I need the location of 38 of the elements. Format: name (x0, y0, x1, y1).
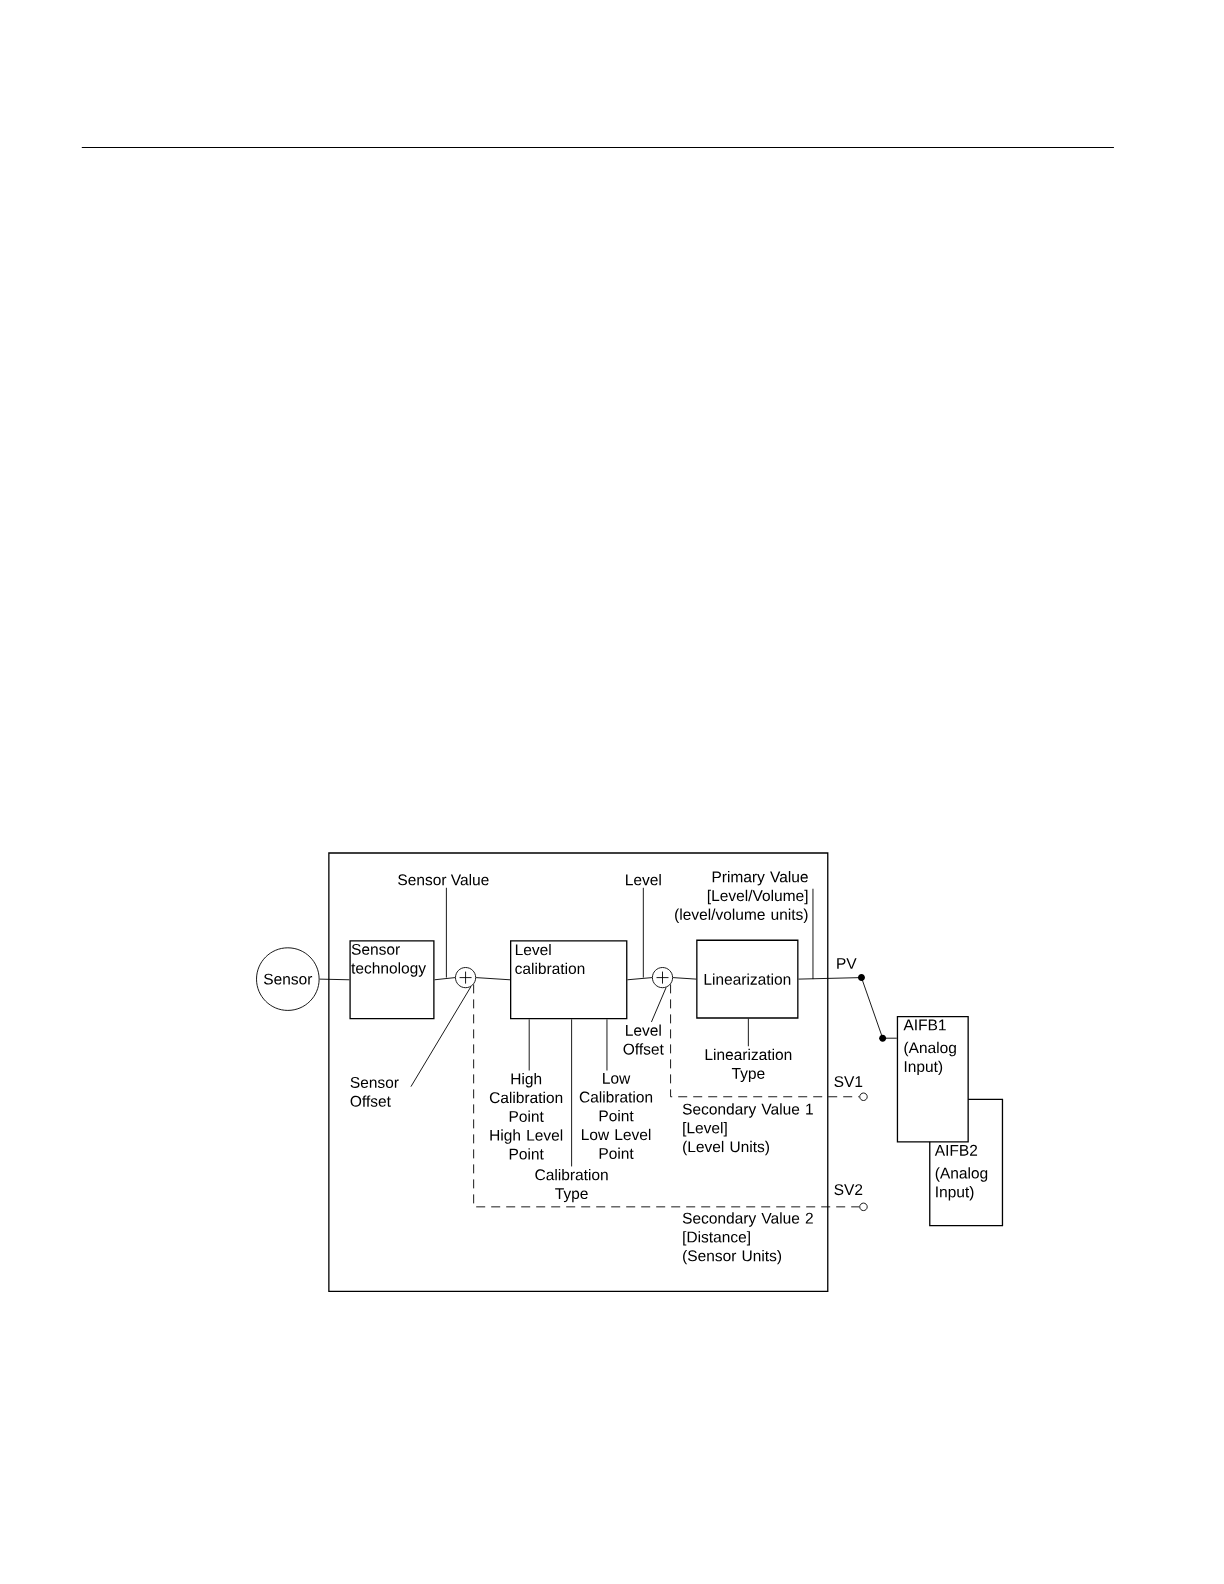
edge-label: SV2 (834, 1184, 863, 1196)
leader-line (528, 1018, 530, 1071)
signal-label: High Calibration Point High Level Point (489, 1072, 563, 1160)
signal-label: Linearization Type (705, 1048, 792, 1082)
summing-junction (455, 967, 477, 989)
leader-line (747, 1018, 749, 1047)
leader-line (410, 986, 472, 1088)
signal-label: Level (626, 873, 661, 886)
edge-label: SV1 (834, 1076, 863, 1088)
function-block-box: AIFB1 (Analog Input) (896, 1015, 969, 1143)
summing-junction (651, 967, 674, 989)
signal-line (672, 977, 697, 980)
leader-line (571, 1018, 573, 1167)
signal-label: Low Calibration Point Low Level Point (579, 1072, 653, 1159)
signal-label: Sensor Value (398, 873, 489, 886)
dashed-signal-line (473, 983, 860, 1208)
annotation-text: Secondary Value 1 [Level] (Level Units) (682, 1103, 813, 1156)
dashed-signal-line (670, 983, 860, 1098)
signal-line (475, 977, 511, 981)
process-box: Linearization (696, 939, 799, 1019)
signal-line (626, 977, 653, 981)
process-box: Level calibration (510, 940, 628, 1020)
leader-line (812, 888, 814, 980)
signal-label: Level Offset (623, 1024, 664, 1055)
signal-label: Calibration Type (535, 1168, 608, 1203)
signal-label: Primary Value [Level/Volume] (level/volume units) (675, 871, 808, 924)
leader-line (606, 1018, 608, 1071)
enclosure-box (328, 852, 829, 1292)
leader-line (642, 887, 644, 979)
signal-line (319, 978, 350, 981)
process-box: Sensor technology (349, 940, 435, 1020)
signal-label: Sensor Offset (350, 1077, 399, 1107)
leader-line (445, 887, 447, 979)
switch-line (798, 974, 898, 1042)
annotation-text: Secondary Value 2 [Distance] (Sensor Units) (682, 1212, 813, 1265)
signal-line (434, 977, 456, 981)
edge-label: PV (837, 958, 857, 969)
leader-line (650, 987, 667, 1023)
